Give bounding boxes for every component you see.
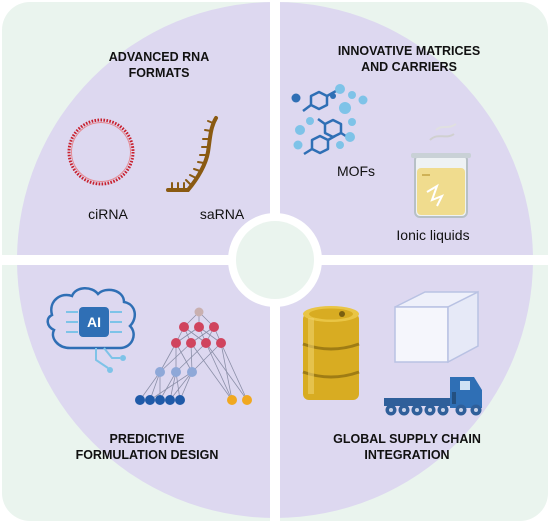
mof-molecules-icon [291, 84, 368, 156]
bottom-right-title-line1: GLOBAL SUPPLY CHAIN [333, 432, 481, 446]
top-right-title-line1: INNOVATIVE MATRICES [338, 44, 480, 58]
barrel-icon [302, 306, 360, 400]
bottom-left-title-line1: PREDICTIVE [109, 432, 184, 446]
truck-icon [384, 377, 482, 416]
ai-chip-label: AI [87, 314, 101, 330]
quadrant-top-right: INNOVATIVE MATRICES AND CARRIERS [291, 44, 480, 243]
rna-item-sarna: saRNA [200, 206, 245, 222]
carrier-item-mofs: MOFs [337, 163, 375, 179]
quadrant-top-left: ADVANCED RNA FORMATS [67, 50, 245, 222]
neural-network-icon [135, 307, 252, 405]
bottom-right-title-line2: INTEGRATION [364, 448, 449, 462]
top-left-title-line2: FORMATS [129, 66, 190, 80]
bottom-left-title-line2: FORMULATION DESIGN [76, 448, 219, 462]
carrier-item-ionic-liquids: Ionic liquids [396, 227, 469, 243]
top-left-title-line1: ADVANCED RNA [109, 50, 209, 64]
center-hole [236, 221, 314, 299]
rna-item-cirna: ciRNA [88, 206, 128, 222]
top-right-title-line2: AND CARRIERS [361, 60, 457, 74]
quadrant-bottom-left: AI [46, 287, 252, 462]
ai-brain-icon: AI [46, 287, 137, 373]
cube-icon [394, 290, 479, 364]
sarna-strand-icon [166, 116, 218, 192]
quadrant-bottom-right: GLOBAL SUPPLY CHAIN INTEGRATION [302, 290, 482, 462]
beaker-icon [411, 123, 471, 218]
circular-rna-icon [67, 118, 135, 186]
